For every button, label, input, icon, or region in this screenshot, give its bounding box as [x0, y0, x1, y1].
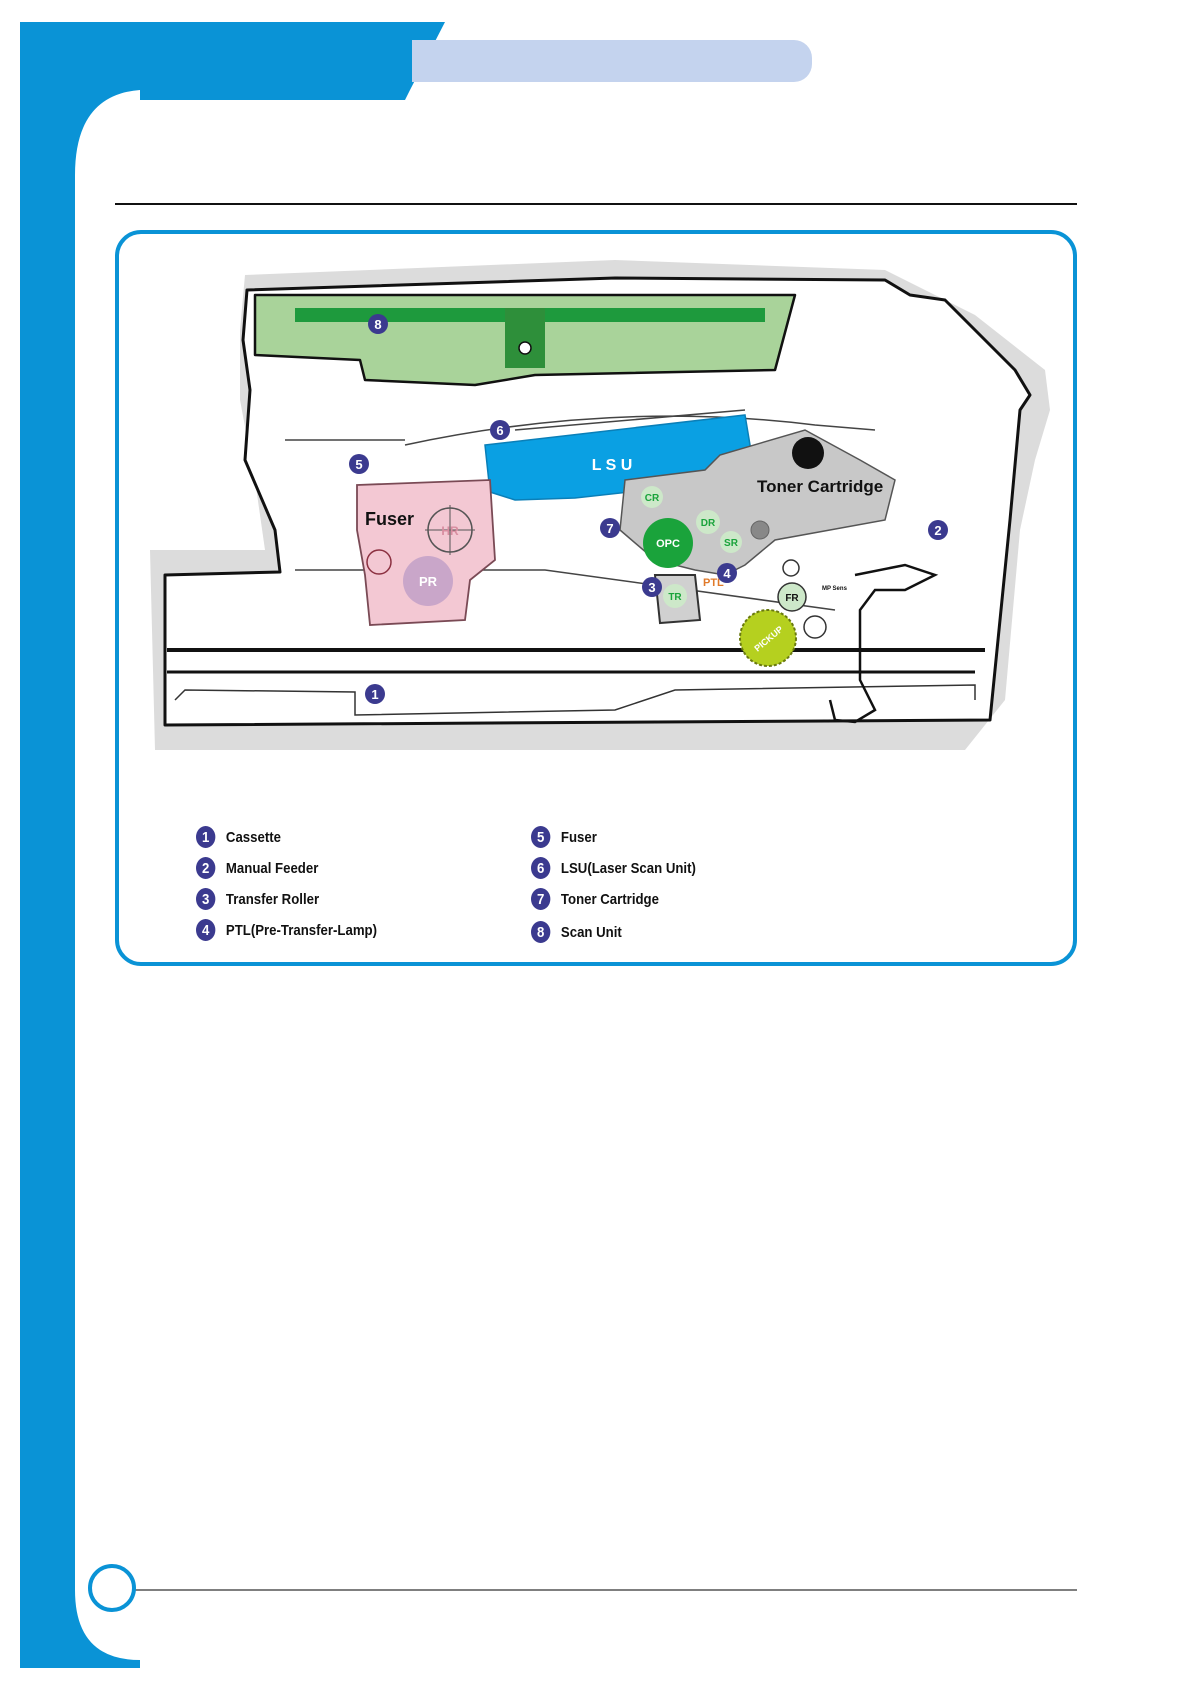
legend-label: PTL(Pre-Transfer-Lamp)	[226, 922, 377, 939]
pressure-roller-label: PR	[419, 574, 438, 589]
callout-5: 5	[349, 454, 369, 474]
developer-roller-label: DR	[701, 518, 716, 529]
legend-number: 2	[196, 857, 215, 879]
legend-label: Scan Unit	[561, 924, 622, 941]
idle-roller-bottom	[804, 616, 826, 638]
charge-roller-label: CR	[645, 493, 660, 504]
svg-text:3: 3	[648, 580, 655, 595]
legend-number: 3	[196, 888, 215, 910]
header-tab-left-fill	[412, 40, 452, 82]
scan-unit-lamp	[519, 342, 531, 354]
scan-unit-carriage	[505, 308, 545, 368]
legend-item-1: 1 Cassette	[196, 824, 281, 850]
opc-drum-label: OPC	[656, 538, 680, 550]
callout-3: 3	[642, 577, 662, 597]
heat-roller-label: HR	[441, 524, 459, 538]
legend-label: Fuser	[561, 829, 597, 846]
header-inner-curve	[140, 90, 410, 100]
fuser-exit-roller	[367, 550, 391, 574]
feed-roller-label: FR	[785, 593, 799, 604]
toner-agitator	[751, 521, 769, 539]
page-number-circle	[90, 1566, 134, 1610]
legend-number: 8	[531, 921, 550, 943]
callout-8: 8	[368, 314, 388, 334]
svg-text:7: 7	[606, 521, 613, 536]
legend-item-4: 4 PTL(Pre-Transfer-Lamp)	[196, 917, 377, 943]
svg-text:5: 5	[355, 457, 362, 472]
legend-label: Cassette	[226, 829, 281, 846]
legend-number: 5	[531, 826, 550, 848]
transfer-roller-label: TR	[668, 592, 682, 603]
legend-item-8: 8 Scan Unit	[531, 919, 622, 945]
svg-text:6: 6	[496, 423, 503, 438]
legend-label: Manual Feeder	[226, 860, 318, 877]
printer-cross-section: L S U HR PR Fuser Toner Cartridge CR OPC…	[115, 230, 1077, 830]
legend-number: 4	[196, 919, 215, 941]
legend-item-5: 5 Fuser	[531, 824, 597, 850]
header-tab	[412, 40, 812, 82]
legend-item-2: 2 Manual Feeder	[196, 855, 318, 881]
lsu-label: L S U	[592, 457, 633, 474]
mp-sensor-label: MP Sens	[822, 586, 848, 592]
legend-item-3: 3 Transfer Roller	[196, 886, 319, 912]
legend-label: Transfer Roller	[226, 891, 319, 908]
svg-text:2: 2	[934, 523, 941, 538]
legend-number: 1	[196, 826, 215, 848]
svg-text:8: 8	[374, 317, 381, 332]
callout-4: 4	[717, 563, 737, 583]
callout-7: 7	[600, 518, 620, 538]
legend-number: 7	[531, 888, 550, 910]
callout-2: 2	[928, 520, 948, 540]
legend-number: 6	[531, 857, 550, 879]
callout-6: 6	[490, 420, 510, 440]
svg-text:1: 1	[371, 687, 378, 702]
callout-1: 1	[365, 684, 385, 704]
idle-roller-top	[783, 560, 799, 576]
svg-text:4: 4	[723, 566, 731, 581]
toner-hopper-dot	[792, 437, 824, 469]
supply-roller-label: SR	[724, 538, 739, 549]
fuser-label: Fuser	[365, 509, 414, 529]
legend-item-6: 6 LSU(Laser Scan Unit)	[531, 855, 696, 881]
legend-label: Toner Cartridge	[561, 891, 659, 908]
legend-label: LSU(Laser Scan Unit)	[561, 860, 696, 877]
toner-cartridge-label: Toner Cartridge	[757, 477, 883, 496]
legend-item-7: 7 Toner Cartridge	[531, 886, 659, 912]
